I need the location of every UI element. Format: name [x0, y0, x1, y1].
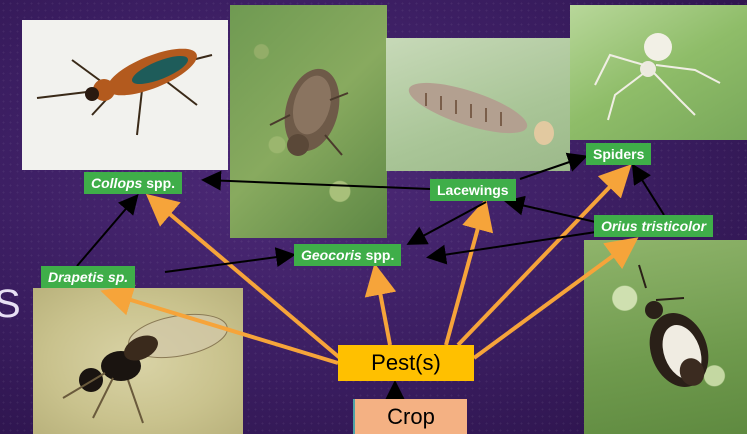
arrow-orius-to-spiders — [634, 167, 664, 215]
node-collops-rest: spp. — [142, 175, 175, 191]
arrow-pest-to-orius — [474, 242, 632, 358]
arrow-drapetis-to-geocoris — [165, 255, 292, 272]
node-geocoris: Geocoris spp. — [294, 244, 401, 266]
node-collops-italic: Collops — [91, 175, 142, 191]
node-orius: Orius tristicolor — [594, 215, 713, 237]
arrow-pest-to-geocoris — [376, 271, 390, 345]
node-lacewings-rest: Lacewings — [437, 182, 509, 198]
node-lacewings: Lacewings — [430, 179, 516, 201]
arrow-drapetis-to-collops — [77, 197, 136, 266]
node-geocoris-rest: spp. — [362, 247, 395, 263]
node-pest: Pest(s) — [338, 345, 474, 381]
arrow-lacewings-to-collops — [205, 180, 430, 189]
node-geocoris-italic: Geocoris — [301, 247, 362, 263]
node-orius-italic: Orius tristicolor — [601, 218, 706, 234]
arrow-lacewings-to-spiders — [520, 157, 584, 179]
node-collops: Collops spp. — [84, 172, 182, 194]
node-spiders: Spiders — [586, 143, 651, 165]
node-spiders-rest: Spiders — [593, 146, 644, 162]
node-crop: Crop — [353, 399, 467, 434]
arrow-orius-to-geocoris — [430, 232, 596, 257]
node-drapetis: Drapetis sp. — [41, 266, 135, 288]
node-drapetis-italic: Drapetis sp. — [48, 269, 128, 285]
